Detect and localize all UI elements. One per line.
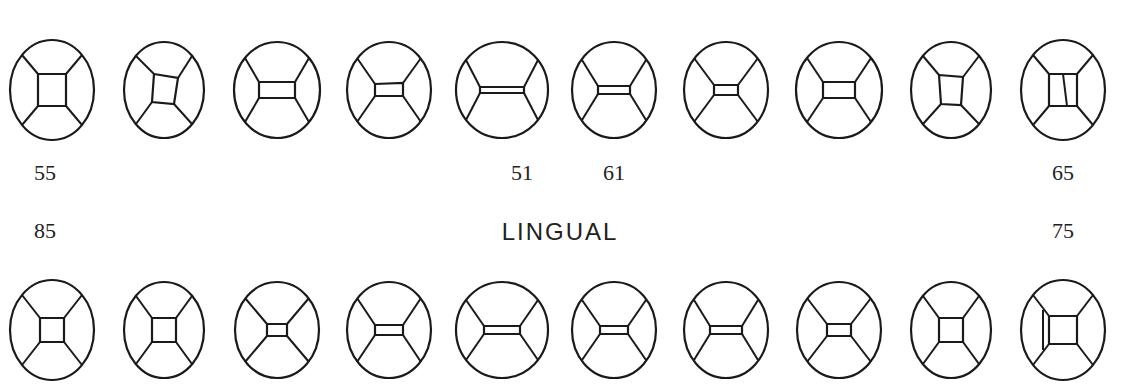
tooth-outline <box>797 282 881 378</box>
tooth-outline <box>10 280 94 380</box>
tooth-number: 75 <box>1052 220 1074 242</box>
tooth-outline <box>124 282 204 378</box>
tooth-outline <box>234 42 320 138</box>
tooth-outline <box>1021 40 1105 140</box>
tooth-number: 61 <box>603 162 625 184</box>
tooth-outline <box>572 42 656 138</box>
tooth-outline <box>347 282 431 378</box>
tooth-outline <box>347 42 431 138</box>
tooth-outline <box>124 42 204 138</box>
tooth-outline <box>572 282 656 378</box>
tooth-outline <box>456 42 548 138</box>
tooth-number: 65 <box>1052 162 1074 184</box>
tooth-outline <box>911 282 991 378</box>
tooth-outline <box>796 42 882 138</box>
tooth-number: 55 <box>34 162 56 184</box>
tooth-outline <box>10 40 94 140</box>
tooth-outline <box>684 282 768 378</box>
tooth-outline <box>235 282 319 378</box>
tooth-number: 51 <box>511 162 533 184</box>
tooth-number: 85 <box>34 220 56 242</box>
tooth-outline <box>456 282 548 378</box>
tooth-outline <box>1021 280 1105 380</box>
side-label: LINGUAL <box>502 220 619 244</box>
tooth-outline <box>911 42 991 138</box>
tooth-outline <box>684 42 768 138</box>
